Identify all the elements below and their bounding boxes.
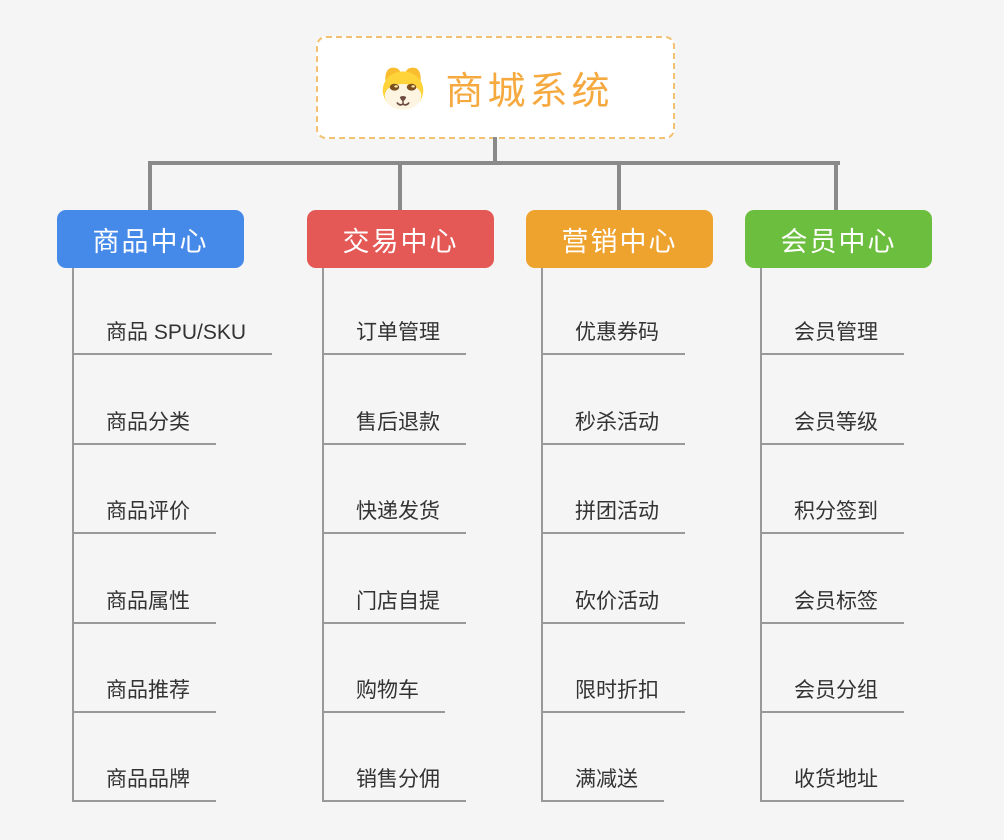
child-topic[interactable]: 会员标签 xyxy=(760,590,904,624)
child-topic[interactable]: 秒杀活动 xyxy=(541,411,685,445)
child-topic[interactable]: 商品评价 xyxy=(72,500,216,534)
child-topic[interactable]: 收货地址 xyxy=(760,768,904,802)
child-topic[interactable]: 拼团活动 xyxy=(541,500,685,534)
child-topic[interactable]: 商品 SPU/SKU xyxy=(72,321,273,355)
branch-header-marketing-center[interactable]: 营销中心 xyxy=(526,210,713,268)
branch-spine xyxy=(760,268,762,802)
child-topic[interactable]: 优惠券码 xyxy=(541,321,685,355)
child-topic[interactable]: 商品推荐 xyxy=(72,679,216,713)
branch-spine xyxy=(322,268,324,802)
branch-spine xyxy=(72,268,74,802)
child-topic[interactable]: 商品属性 xyxy=(72,590,216,624)
connector-stem xyxy=(493,137,497,163)
dog-face-icon xyxy=(383,67,424,110)
child-topic[interactable]: 售后退款 xyxy=(322,411,466,445)
connector-drop xyxy=(398,163,402,210)
child-topic[interactable]: 商品分类 xyxy=(72,411,216,445)
child-topic[interactable]: 会员分组 xyxy=(760,679,904,713)
child-topic[interactable]: 积分签到 xyxy=(760,500,904,534)
connector-drop xyxy=(617,163,621,210)
connector-drop xyxy=(148,163,152,210)
connector-drop xyxy=(834,163,838,210)
branch-spine xyxy=(541,268,543,802)
branch-header-member-center[interactable]: 会员中心 xyxy=(745,210,932,268)
branch-trade-center: 交易中心 订单管理 售后退款 快递发货 门店自提 购物车 销售分佣 xyxy=(307,210,567,820)
child-topic[interactable]: 满减送 xyxy=(541,768,664,802)
child-topic[interactable]: 会员等级 xyxy=(760,411,904,445)
branch-marketing-center: 营销中心 优惠券码 秒杀活动 拼团活动 砍价活动 限时折扣 满减送 xyxy=(526,210,786,820)
child-topic[interactable]: 销售分佣 xyxy=(322,768,466,802)
branch-product-center: 商品中心 商品 SPU/SKU 商品分类 商品评价 商品属性 商品推荐 商品品牌 xyxy=(57,210,317,820)
connector-bus xyxy=(148,161,840,165)
child-topic[interactable]: 快递发货 xyxy=(322,500,466,534)
child-topic[interactable]: 订单管理 xyxy=(322,321,466,355)
child-topic[interactable]: 门店自提 xyxy=(322,590,466,624)
child-topic[interactable]: 限时折扣 xyxy=(541,679,685,713)
root-node[interactable]: 商城系统 xyxy=(316,36,675,139)
branch-header-trade-center[interactable]: 交易中心 xyxy=(307,210,494,268)
child-topic[interactable]: 商品品牌 xyxy=(72,768,216,802)
branch-member-center: 会员中心 会员管理 会员等级 积分签到 会员标签 会员分组 收货地址 xyxy=(745,210,1004,820)
child-topic[interactable]: 会员管理 xyxy=(760,321,904,355)
child-topic[interactable]: 购物车 xyxy=(322,679,445,713)
child-topic[interactable]: 砍价活动 xyxy=(541,590,685,624)
branch-header-product-center[interactable]: 商品中心 xyxy=(57,210,244,268)
root-title: 商城系统 xyxy=(445,71,614,113)
